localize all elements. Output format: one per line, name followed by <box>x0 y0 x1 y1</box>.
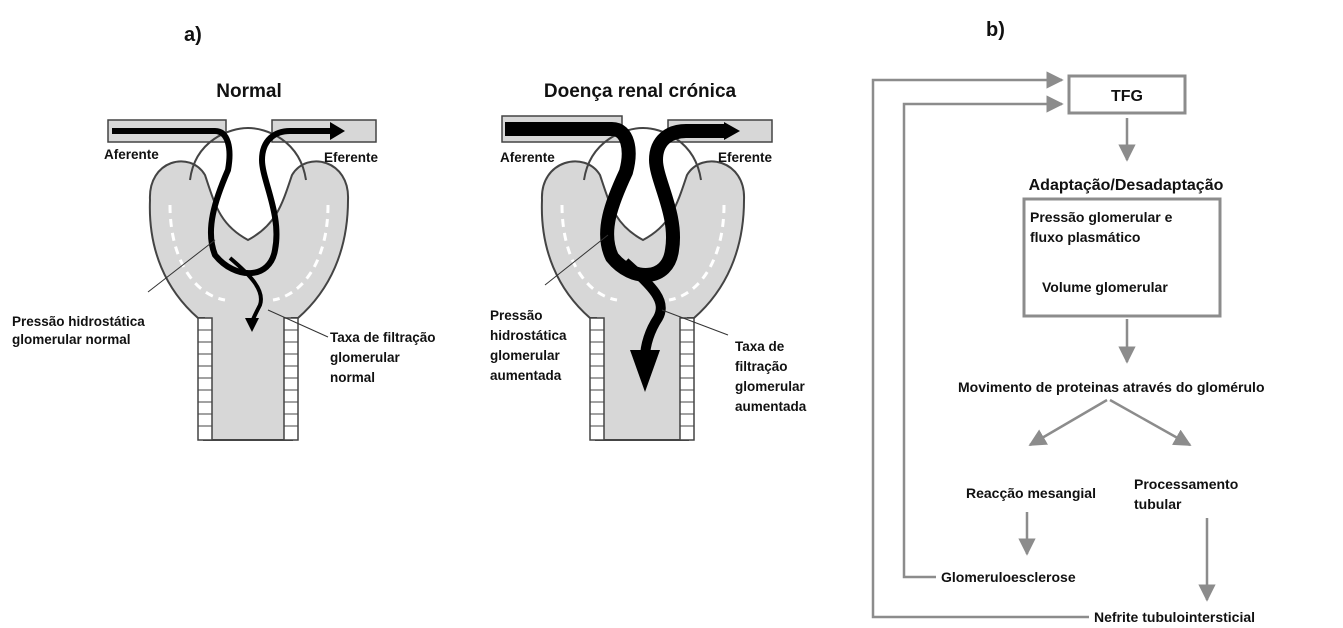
box-line-2: fluxo plasmático <box>1030 229 1140 245</box>
disease-gfr-line-4: aumentada <box>735 399 807 414</box>
sclerosis-label: Glomeruloesclerose <box>941 569 1076 585</box>
disease-efferent-label: Eferente <box>718 150 773 165</box>
disease-gfr-line-1: Taxa de <box>735 339 785 354</box>
tubule-wall-left <box>198 318 212 440</box>
bowman-capsule <box>542 161 744 440</box>
disease-glomerulus: Doença renal crónica Aferente Eferente P… <box>490 81 807 440</box>
tubule-wall-left <box>590 318 604 440</box>
arrow-to-tubular <box>1110 400 1190 445</box>
normal-pressure-line-2: glomerular normal <box>12 332 131 347</box>
tubular-line-2: tubular <box>1134 496 1182 512</box>
disease-gfr-line-2: filtração <box>735 359 788 374</box>
tubular-line-1: Processamento <box>1134 476 1238 492</box>
tubule-wall-right <box>680 318 694 440</box>
bowman-capsule <box>150 161 348 440</box>
box-line-3: Volume glomerular <box>1042 279 1168 295</box>
feedback-nephritis-to-tfg <box>873 80 1089 617</box>
disease-gfr-line-3: glomerular <box>735 379 806 394</box>
normal-afferent-label: Aferente <box>104 147 159 162</box>
normal-gfr-line-2: glomerular <box>330 350 401 365</box>
flowchart: b) TFG Adaptação/Desadaptação Pressão gl… <box>873 19 1265 625</box>
nephritis-label: Nefrite tubulointersticial <box>1094 609 1255 625</box>
normal-title: Normal <box>216 81 281 102</box>
disease-title: Doença renal crónica <box>544 81 737 102</box>
movement-label: Movimento de proteinas através do glomér… <box>958 379 1265 395</box>
disease-afferent-label: Aferente <box>500 150 555 165</box>
adaptation-label: Adaptação/Desadaptação <box>1029 177 1224 194</box>
disease-pressure-line-4: aumentada <box>490 368 562 383</box>
panel-a-label: a) <box>184 24 202 46</box>
tubule-wall-right <box>284 318 298 440</box>
disease-pressure-line-1: Pressão <box>490 308 543 323</box>
box-line-1: Pressão glomerular e <box>1030 209 1173 225</box>
feedback-sclerosis-to-tfg <box>904 104 1062 577</box>
disease-pressure-line-2: hidrostática <box>490 328 567 343</box>
tfg-label: TFG <box>1111 88 1143 105</box>
mesangial-label: Reacção mesangial <box>966 485 1096 501</box>
disease-pressure-line-3: glomerular <box>490 348 561 363</box>
normal-gfr-line-3: normal <box>330 370 375 385</box>
panel-b-label: b) <box>986 19 1005 41</box>
normal-efferent-label: Eferente <box>324 150 379 165</box>
normal-gfr-line-1: Taxa de filtração <box>330 330 436 345</box>
normal-glomerulus: Normal Aferente Eferente Pressã <box>12 81 436 440</box>
normal-pressure-line-1: Pressão hidrostática <box>12 314 145 329</box>
arrow-to-mesangial <box>1030 400 1107 445</box>
